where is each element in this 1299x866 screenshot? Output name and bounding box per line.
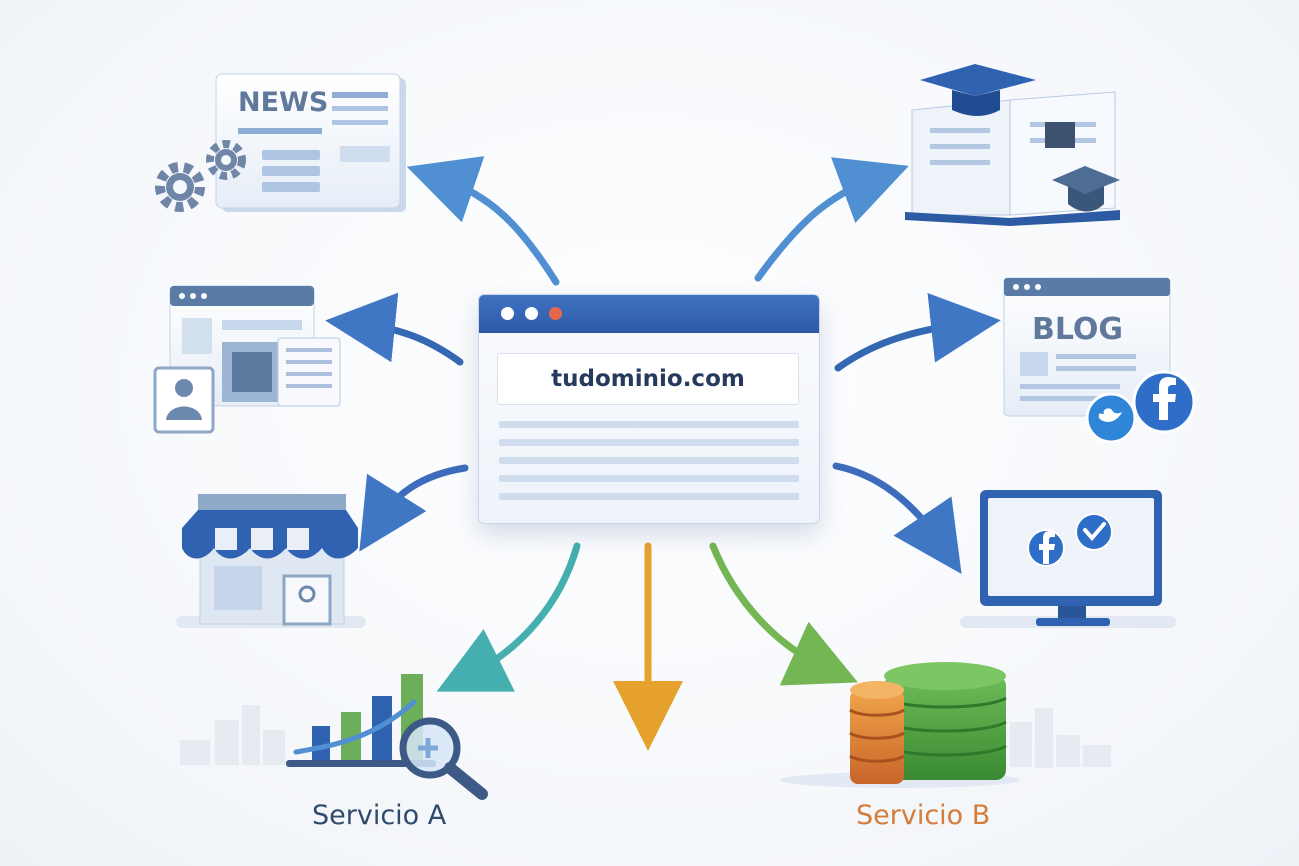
blog-icon — [1003, 277, 1171, 417]
content-line — [499, 475, 799, 482]
social-monitor-icon — [960, 490, 1176, 628]
arrow-to-servicio-a — [436, 542, 581, 692]
window-dot-1 — [501, 307, 514, 320]
central-website-window: tudominio.com — [478, 294, 820, 524]
skyline-left — [180, 705, 285, 765]
servicio-b-label: Servicio B — [856, 800, 991, 831]
content-line — [499, 439, 799, 446]
domain-address-bar: tudominio.com — [497, 353, 799, 405]
twitter-icon — [1085, 392, 1137, 444]
arrow-to-blog — [834, 292, 1001, 372]
content-line — [499, 493, 799, 500]
content-line — [499, 421, 799, 428]
graduation-cap-icon — [920, 64, 1120, 212]
blog-label: BLOG — [1032, 312, 1123, 347]
check-icon — [1075, 513, 1113, 551]
news-label: NEWS — [238, 87, 328, 118]
arrow-to-news — [406, 156, 560, 286]
profile-card-icon — [153, 366, 215, 434]
arrow-to-portal — [325, 292, 464, 366]
window-dot-3 — [549, 307, 562, 320]
news-icon — [215, 73, 406, 212]
skyline-right — [1010, 708, 1111, 768]
window-titlebar — [479, 295, 819, 333]
arrow-to-social-monitor — [832, 462, 962, 575]
arrow-to-store — [359, 464, 469, 552]
gear-icon — [155, 140, 246, 212]
magnifier-icon — [399, 717, 488, 800]
arrow-to-education — [754, 157, 909, 282]
servicio-a-label: Servicio A — [312, 800, 447, 831]
arrow-to-servicio-b — [709, 542, 858, 686]
facebook-icon — [1132, 370, 1196, 434]
web-portal-icon — [169, 285, 341, 407]
domain-text: tudominio.com — [551, 366, 745, 392]
store-icon — [176, 494, 366, 628]
database-icon — [780, 662, 1020, 788]
window-dot-2 — [525, 307, 538, 320]
content-line — [499, 457, 799, 464]
